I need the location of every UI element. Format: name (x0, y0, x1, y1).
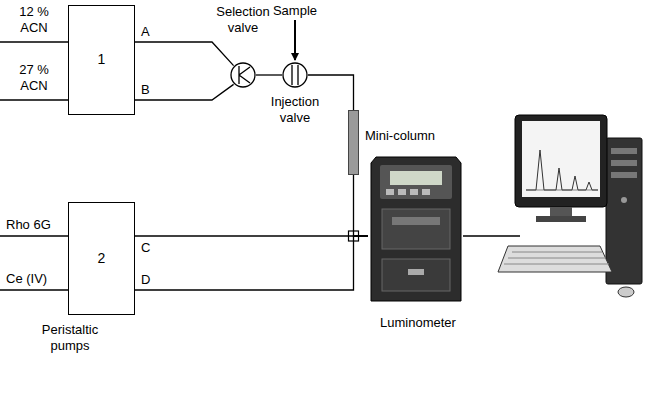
part-label: Luminometer (380, 315, 456, 331)
luminometer-shape (368, 155, 463, 305)
tubing-line (354, 175, 369, 236)
tubing-line (135, 235, 368, 236)
connector-layer (135, 42, 368, 290)
sample-arrow (294, 20, 296, 60)
reagent-label: Ce (IV) (6, 271, 47, 287)
selection-valve: Selection valve (230, 62, 256, 88)
channel-letter: C (141, 240, 150, 256)
reagent-label: Rho 6G (6, 217, 51, 233)
pump-number: 2 (69, 250, 134, 266)
sample-label: Sample (268, 3, 322, 19)
channel-letter: B (141, 82, 150, 98)
mini-column-shape (348, 110, 359, 175)
mini-column: Mini-column (348, 110, 359, 175)
tubing-line (135, 236, 368, 290)
selection-valve-shape (230, 62, 256, 88)
injection-valve: Injection valve (282, 62, 308, 88)
computer-illustration (498, 115, 642, 297)
part-label: Injection valve (255, 94, 335, 126)
reagent-label: 12 % ACN (14, 4, 54, 36)
channel-letter: D (141, 272, 150, 288)
part-label: Selection valve (203, 4, 283, 36)
pump-number: 1 (69, 51, 134, 67)
part-label: Peristaltic pumps (30, 322, 110, 354)
channel-letter: A (141, 24, 150, 40)
pump-box: 2 (68, 202, 135, 315)
pump-box: 1 (68, 5, 135, 115)
luminometer: Luminometer (368, 155, 463, 305)
part-label: Mini-column (365, 128, 435, 144)
reagent-label: 27 % ACN (14, 62, 54, 94)
tubing-line (256, 74, 282, 75)
tubing-line (135, 42, 234, 66)
tubing-line (135, 84, 234, 100)
injection-valve-shape (282, 62, 308, 88)
